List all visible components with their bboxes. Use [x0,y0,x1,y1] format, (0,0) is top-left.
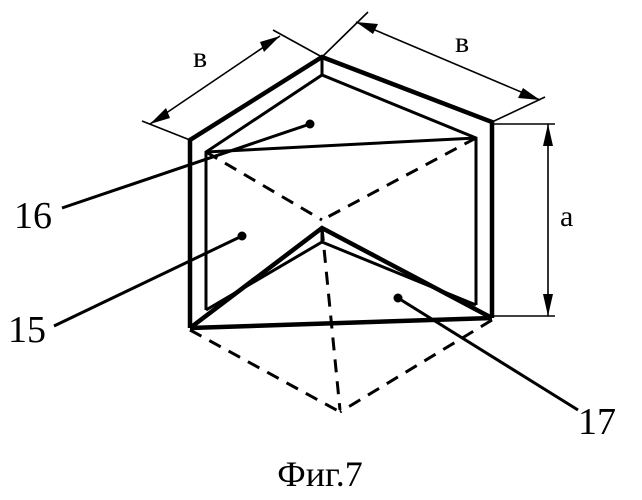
dimension-b-left [142,30,322,140]
dimension-a [492,124,555,316]
bottom-edge [190,318,492,328]
inner-v-fold [190,228,492,328]
callout-15-label: 15 [8,309,46,351]
callout-17-leader [394,294,579,411]
hexagon-outline [190,57,492,328]
callout-16-label: 16 [14,195,52,237]
dimension-b-right [322,12,545,122]
callout-15-leader [54,232,247,327]
figure-caption: Фиг.7 [277,454,362,494]
dimension-label-b-right: в [455,26,469,59]
dimension-label-a: а [560,200,573,233]
hidden-edges [190,138,492,412]
dimension-label-b-left: в [193,41,207,74]
callout-17-label: 17 [578,401,616,443]
